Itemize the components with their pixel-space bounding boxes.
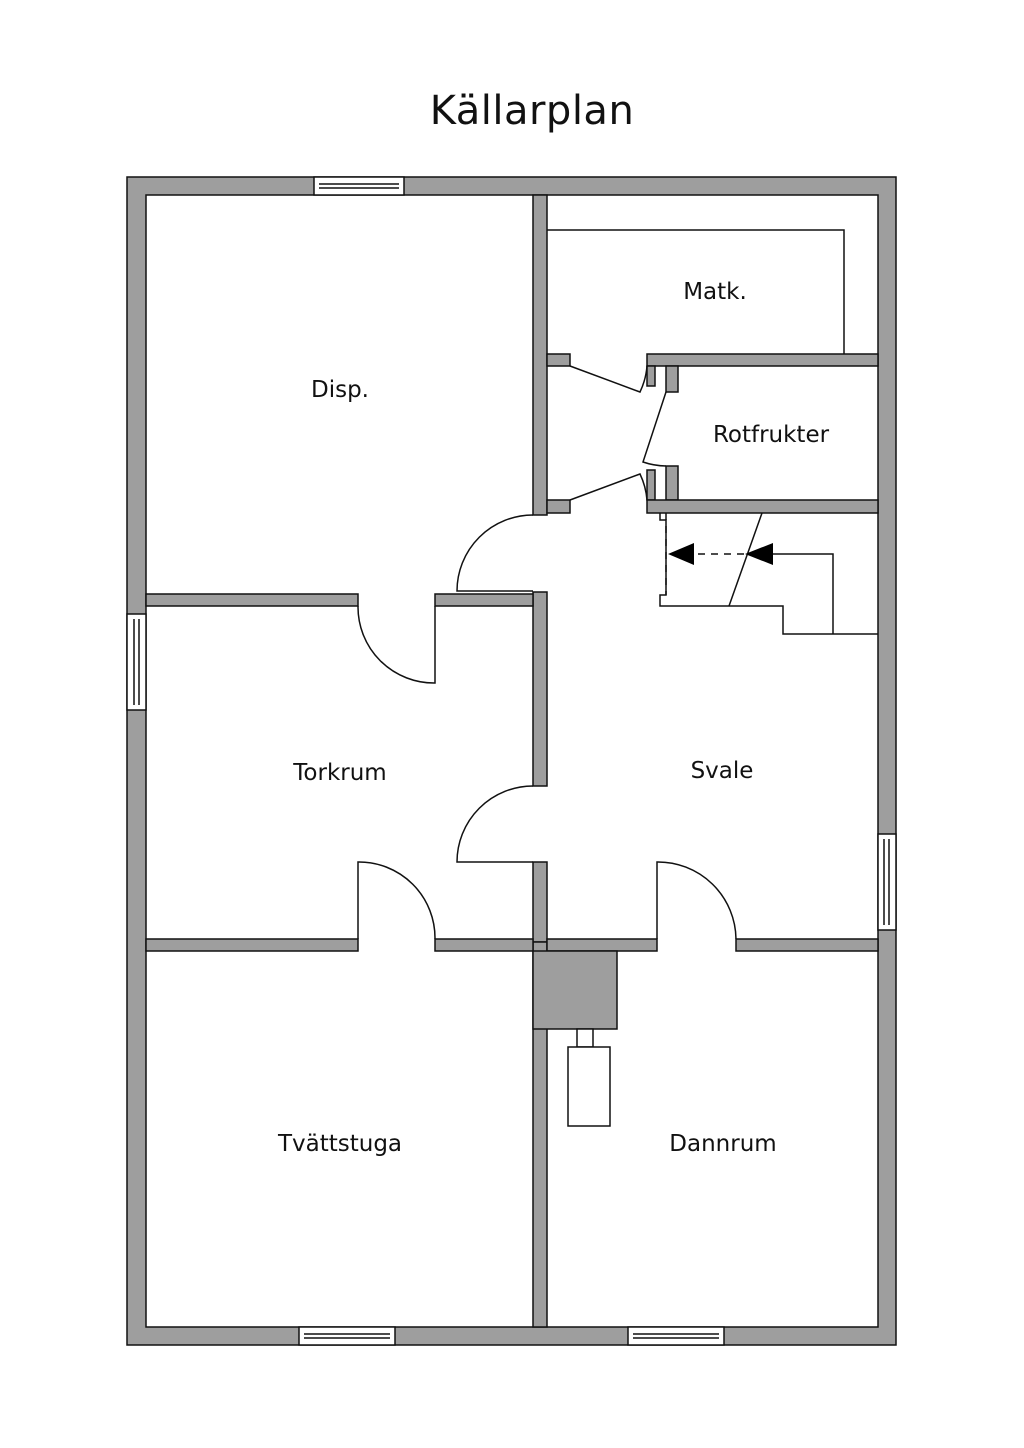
window-top (313, 176, 405, 196)
door-rotfrukter (642, 391, 667, 467)
stair-arrow-right (745, 543, 773, 565)
room-label-dannrum: Dannrum (669, 1131, 776, 1157)
stair-arrow-left (668, 543, 694, 565)
door-matk (569, 365, 648, 393)
wall-stub-hall-left (646, 365, 656, 387)
wall-matk-south-left (546, 353, 571, 367)
wall-hall-south-left (546, 499, 571, 514)
door-disp-hall (456, 514, 534, 592)
door-torkrum-svale (456, 785, 534, 863)
wall-matk-south-right (646, 353, 879, 367)
wall-rotfrukter-west-bottom (665, 465, 679, 501)
windows (126, 176, 897, 1346)
room-label-rotfrukter: Rotfrukter (713, 422, 830, 448)
wall-torkrum-svale-lower (532, 861, 548, 943)
doors (357, 365, 737, 940)
wall-torkrum-tvatt-left (145, 938, 359, 952)
plan-title: Källarplan (429, 88, 635, 134)
room-label-svale: Svale (691, 758, 754, 784)
room-label-tvattstuga: Tvättstuga (277, 1131, 402, 1157)
room-label-matk: Matk. (683, 279, 747, 305)
wall-torkrum-svale-upper (532, 591, 548, 787)
door-disp-torkrum (357, 605, 436, 684)
window-east (877, 833, 897, 931)
room-label-torkrum: Torkrum (292, 760, 386, 786)
room-label-disp: Disp. (311, 377, 369, 403)
outer-wall (126, 176, 897, 1346)
door-torkrum-tvatt (357, 861, 436, 940)
wall-disp-torkrum-right (434, 593, 534, 607)
door-hall (569, 473, 648, 501)
wall-stub-hall-left-2 (646, 469, 656, 501)
room-labels: Disp. Matk. Rotfrukter Torkrum Svale Tvä… (277, 279, 830, 1157)
stair-arrows (668, 543, 773, 565)
wall-disp-east (532, 194, 548, 516)
boiler (567, 1028, 611, 1127)
wall-svale-dannrum-left (546, 938, 658, 952)
door-svale-dannrum (656, 861, 737, 940)
chimney (532, 950, 618, 1030)
matk-shelf (547, 229, 845, 354)
window-bottom-right (627, 1326, 725, 1346)
stairs (659, 512, 878, 635)
wall-hall-south-right (646, 499, 879, 514)
wall-torkrum-tvatt-right (434, 938, 534, 952)
walls (126, 176, 897, 1346)
wall-svale-dannrum-right (735, 938, 879, 952)
wall-tvattstuga-dannrum (532, 941, 548, 1328)
window-west (126, 613, 147, 711)
wall-rotfrukter-west-top (665, 365, 679, 393)
wall-disp-torkrum-left (145, 593, 359, 607)
window-bottom-left (298, 1326, 396, 1346)
